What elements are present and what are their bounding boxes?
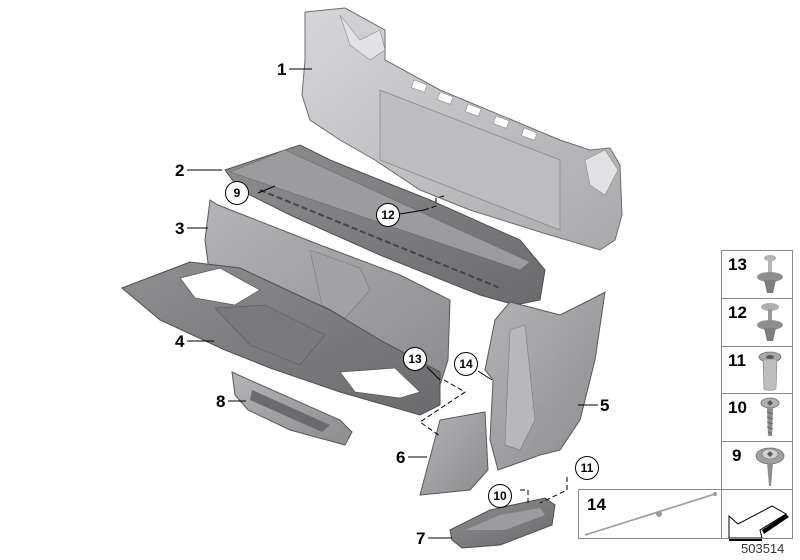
expanding-rivet-clip-icon [757,303,783,341]
callout-11[interactable]: 11 [575,456,599,480]
rivet-nut-icon [758,351,782,391]
part-7-storage-tray[interactable] [449,497,556,549]
callout-13[interactable]: 13 [403,347,427,371]
part-label-2[interactable]: 2 [175,161,185,180]
fastener-box-12[interactable]: 12 [721,298,793,347]
fastener-box-11[interactable]: 11 [721,346,793,394]
part-5-side-trim[interactable] [484,291,606,471]
callout-9[interactable]: 9 [225,181,249,205]
callout-14[interactable]: 14 [454,352,478,376]
part-label-8[interactable]: 8 [216,392,226,411]
part-6-side-flap[interactable] [419,411,489,496]
fastener-number: 10 [728,398,747,417]
leader-lines [187,68,598,539]
callout-12[interactable]: 12 [376,203,400,227]
fastener-box-13[interactable]: 13 [721,250,793,299]
torx-screw-washer-icon [755,447,785,486]
front-direction-arrow-icon [728,505,789,541]
part-8-handle-trim[interactable] [231,371,353,446]
fastener-number: 13 [728,255,747,274]
part-label-6[interactable]: 6 [396,448,406,467]
push-rivet-clip-icon [757,255,783,293]
cable-strap-icon [584,492,717,536]
fastener-number: 9 [732,446,742,465]
direction-arrow-box [721,489,793,539]
torx-screw-icon [760,397,780,436]
part-1-rear-panel[interactable] [301,7,623,251]
fastener-box-9[interactable]: 9 [721,441,793,490]
part-label-3[interactable]: 3 [175,219,185,238]
part-label-4[interactable]: 4 [175,332,185,351]
callout-10[interactable]: 10 [488,484,512,508]
part-label-7[interactable]: 7 [416,529,426,548]
fastener-box-10[interactable]: 10 [721,393,793,442]
catalog-number: 503514 [741,541,785,556]
part-label-1[interactable]: 1 [277,60,287,79]
part-label-5[interactable]: 5 [600,396,610,415]
cable-box-14[interactable]: 14 [578,489,722,539]
fastener-number: 11 [728,351,746,370]
cable-box-number: 14 [587,495,606,514]
dashed-leaders [419,195,568,505]
fastener-number: 12 [728,303,747,322]
part-4-floor-panel[interactable] [121,261,441,416]
